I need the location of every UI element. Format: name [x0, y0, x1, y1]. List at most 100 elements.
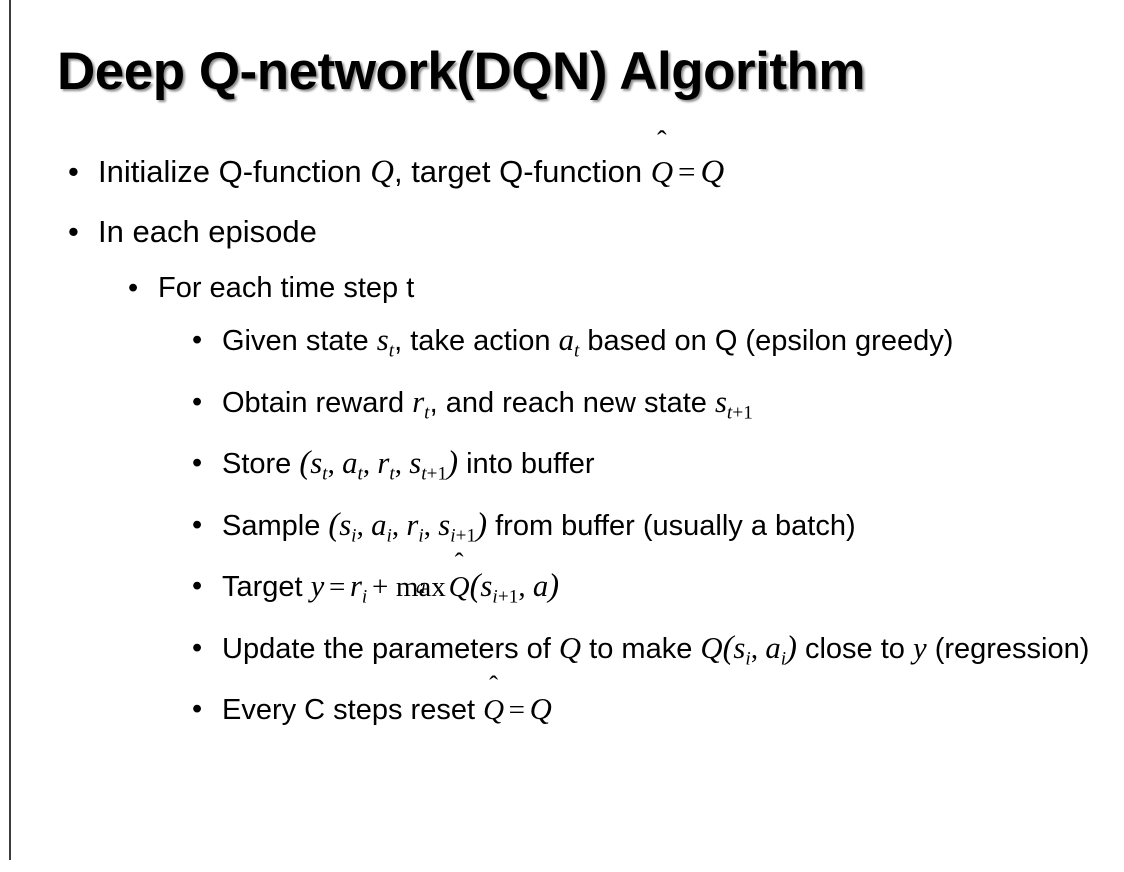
list-item: • Obtain reward rt, and reach new state …: [0, 377, 1124, 439]
math-plus: +: [371, 571, 389, 603]
math-subscript: t: [388, 340, 395, 362]
math-var-s: s: [409, 446, 422, 480]
list-item: • Initialize Q-function Q, target Q-func…: [0, 142, 1124, 202]
math-var-s: s: [310, 446, 323, 480]
text-run: Target: [222, 571, 311, 603]
math-var-s: s: [339, 507, 352, 542]
math-paren-close: ): [786, 629, 797, 666]
math-var-q: Q: [529, 692, 552, 726]
text-run: , and reach new state: [429, 386, 715, 419]
math-equals: =: [328, 571, 346, 603]
math-separator: ,: [327, 448, 343, 480]
list-item-text: For each time step t: [158, 272, 415, 304]
math-paren-open: (: [469, 568, 481, 604]
math-qhat: ̂Q: [448, 571, 470, 603]
math-paren-close: ): [548, 568, 560, 604]
list-item-text: Store (st, at, rt, st+1) into buffer: [222, 438, 1102, 500]
math-var-y: y: [310, 569, 325, 603]
math-var-s: s: [438, 507, 451, 542]
text-run: close to: [796, 632, 913, 665]
list-item-text: Initialize Q-function Q, target Q-functi…: [98, 142, 1124, 202]
math-var-r: r: [377, 446, 390, 480]
max-label: max: [395, 571, 446, 603]
bullet-marker: •: [192, 508, 203, 541]
math-var-q: Q: [700, 630, 723, 665]
math-var-s: s: [376, 323, 389, 357]
math-equals: =: [678, 154, 696, 189]
text-run: to make: [581, 632, 701, 665]
max-limit-variable: a: [416, 577, 426, 599]
math-separator: ,: [750, 632, 766, 665]
list-item: • Update the parameters of Q to make Q(s…: [0, 623, 1124, 685]
math-var-r: r: [349, 569, 362, 603]
math-paren-close: ): [447, 445, 459, 481]
bullet-marker: •: [68, 154, 79, 189]
math-qhat: ̂Q: [483, 694, 505, 726]
list-item: • Target y=ri+maxâQ(si+1, a): [0, 561, 1124, 623]
math-var-a: a: [532, 569, 549, 603]
math-var-q: Q: [700, 154, 725, 190]
math-subscript: t: [573, 340, 580, 362]
math-var-s: s: [733, 630, 746, 665]
math-subscript: t: [322, 463, 328, 485]
math-subscript: i: [351, 525, 357, 546]
math-subscript: i+1: [492, 586, 519, 608]
math-var-s: s: [714, 384, 727, 419]
math-subscript: t: [389, 463, 395, 485]
bullet-marker: •: [192, 324, 203, 356]
math-subscript: i+1: [450, 525, 477, 546]
bullet-marker: •: [192, 570, 203, 602]
text-run: (regression): [926, 632, 1090, 665]
math-subscript: t+1: [726, 402, 753, 423]
text-run: Obtain reward: [222, 386, 413, 419]
text-run: Sample: [222, 509, 329, 542]
list-item: • Store (st, at, rt, st+1) into buffer: [0, 438, 1124, 500]
math-var-a: a: [558, 323, 574, 357]
list-item: • Given state st, take action at based o…: [0, 315, 1124, 377]
math-subscript: i: [386, 525, 392, 546]
math-equals: =: [508, 694, 526, 726]
left-edge-rule: [9, 0, 11, 860]
math-paren-open: (: [722, 629, 734, 666]
math-qhat: ̂Q: [650, 154, 674, 189]
math-var-q: Q: [558, 630, 582, 665]
math-paren-close: ): [476, 506, 488, 543]
list-item: • Sample (si, ai, ri, si+1) from buffer …: [0, 500, 1124, 562]
math-subscript: t: [424, 402, 430, 423]
math-var-a: a: [371, 507, 387, 542]
math-separator: ,: [518, 571, 533, 603]
text-run: into buffer: [458, 448, 595, 480]
list-item: • In each episode: [0, 202, 1124, 262]
list-item-text: Update the parameters of Q to make Q(si,…: [222, 623, 1102, 685]
math-separator: ,: [394, 448, 410, 480]
math-separator: ,: [362, 448, 378, 480]
math-subscript: i: [780, 648, 787, 669]
bullet-marker: •: [68, 214, 79, 249]
math-var-r: r: [406, 507, 419, 542]
text-run: Initialize Q-function: [98, 154, 371, 189]
bullet-marker: •: [192, 693, 203, 725]
math-separator: ,: [391, 509, 407, 542]
math-separator: ,: [423, 509, 439, 542]
math-subscript: t: [357, 463, 363, 485]
math-var-y: y: [912, 630, 927, 665]
list-item-text: Obtain reward rt, and reach new state st…: [222, 377, 1102, 439]
text-run: based on Q (epsilon greedy): [579, 325, 954, 357]
math-var-a: a: [765, 630, 781, 665]
math-var-s: s: [480, 569, 493, 603]
math-subscript: i: [418, 525, 424, 546]
page-title: Deep Q-network(DQN) Algorithm: [57, 42, 865, 101]
text-run: Every C steps reset: [222, 694, 484, 726]
bullet-marker: •: [128, 272, 139, 304]
bullet-marker: •: [192, 631, 203, 664]
math-var-q: Q: [370, 154, 394, 190]
math-subscript: t+1: [421, 463, 448, 485]
text-run: Given state: [222, 325, 377, 357]
list-item-text: Every C steps reset ̂Q=Q: [222, 684, 1102, 736]
math-var-a: a: [342, 446, 358, 480]
text-run: from buffer (usually a batch): [487, 509, 856, 542]
slide-body: • Initialize Q-function Q, target Q-func…: [0, 142, 1124, 736]
list-item-text: Given state st, take action at based on …: [222, 315, 1102, 377]
